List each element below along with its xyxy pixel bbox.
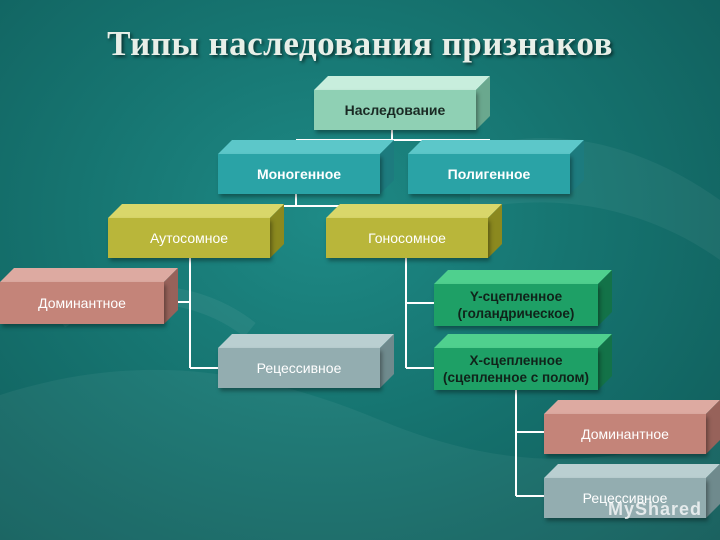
node-x-dominant: Доминантное: [544, 400, 720, 454]
node-polygenic-label: Полигенное: [408, 154, 570, 194]
node-autosomal-recessive-label: Рецессивное: [218, 348, 380, 388]
node-x-dominant-label: Доминантное: [544, 414, 706, 454]
node-gonosomal: Гоносомное: [326, 204, 502, 258]
node-polygenic: Полигенное: [408, 140, 584, 194]
node-x-recessive-label: Рецессивное: [544, 478, 706, 518]
node-y-linked-label: Y-сцепленное (голандрическое): [434, 284, 598, 326]
node-autosomal: Аутосомное: [108, 204, 284, 258]
node-autosomal-label: Аутосомное: [108, 218, 270, 258]
slide-title: Типы наследования признаков: [107, 24, 613, 63]
node-x-linked-label: Х-сцепленное (сцепленное с полом): [434, 348, 598, 390]
node-inheritance-label: Наследование: [314, 90, 476, 130]
node-monogenic: Моногенное: [218, 140, 394, 194]
watermark: MyShared: [607, 499, 702, 519]
node-y-linked: Y-сцепленное (голандрическое): [434, 270, 612, 326]
node-x-recessive: Рецессивное: [544, 464, 720, 518]
node-x-linked: Х-сцепленное (сцепленное с полом): [434, 334, 612, 390]
node-gonosomal-label: Гоносомное: [326, 218, 488, 258]
node-autosomal-dominant: Доминантное: [0, 268, 178, 324]
node-autosomal-dominant-label: Доминантное: [0, 282, 164, 324]
node-inheritance: Наследование: [314, 76, 490, 130]
node-autosomal-recessive: Рецессивное: [218, 334, 394, 388]
node-monogenic-label: Моногенное: [218, 154, 380, 194]
